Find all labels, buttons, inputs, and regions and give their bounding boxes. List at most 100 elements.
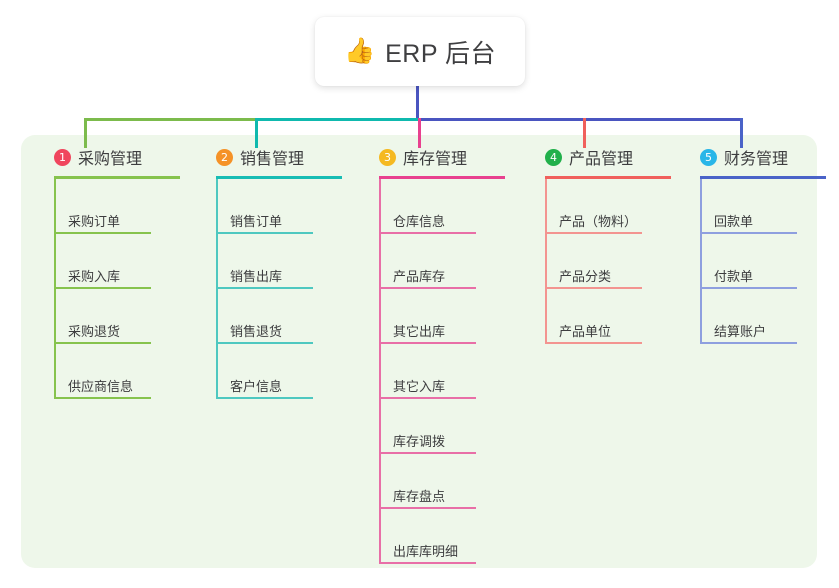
column-badge-2: 2 (216, 148, 233, 166)
node-rule (216, 342, 313, 344)
node-item[interactable]: 销售退货 (196, 289, 356, 344)
column-4: 4 产品管理产品（物料） 产品分类产品单位 (525, 135, 685, 344)
column-header-rule-4 (545, 176, 671, 179)
column-header-2[interactable]: 2 销售管理 (196, 135, 356, 179)
node-item[interactable]: 库存调拨 (359, 399, 519, 454)
node-rule (379, 397, 476, 399)
column-title-4: 产品管理 (569, 151, 634, 168)
column-title-2: 销售管理 (240, 151, 305, 168)
node-rule (545, 342, 642, 344)
drop-stub-column-5 (740, 118, 743, 148)
drop-stub-column-3 (418, 118, 421, 148)
column-badge-3: 3 (379, 148, 396, 166)
column-spine-3 (379, 179, 381, 564)
drop-stub-column-1 (84, 118, 87, 148)
node-item[interactable]: 采购订单 (34, 179, 194, 234)
node-item[interactable]: 采购入库 (34, 234, 194, 289)
node-item[interactable]: 产品单位 (525, 289, 685, 344)
node-item[interactable]: 产品库存 (359, 234, 519, 289)
diagram-panel (21, 135, 817, 568)
node-label: 结算账户 (714, 324, 767, 339)
node-label: 其它出库 (393, 324, 446, 339)
node-label: 产品库存 (393, 269, 446, 284)
node-rule (54, 232, 151, 234)
column-body-2: 销售订单销售出库销售退货客户信息 (196, 179, 356, 399)
drop-stub-column-4 (583, 118, 586, 148)
node-item[interactable]: 供应商信息 (34, 344, 194, 399)
drop-stub-column-2 (255, 118, 258, 148)
column-spine-4 (545, 179, 547, 344)
column-title-3: 库存管理 (403, 151, 468, 168)
column-header-rule-3 (379, 176, 505, 179)
column-body-1: 采购订单采购入库采购退货供应商信息 (34, 179, 194, 399)
node-label: 仓库信息 (393, 214, 446, 229)
bus-segment-purple (418, 118, 742, 121)
node-rule (700, 287, 797, 289)
column-badge-5: 5 (700, 148, 717, 166)
root-title-card[interactable]: 👍 ERP 后台 (315, 17, 525, 86)
column-spine-2 (216, 179, 218, 399)
node-rule (216, 287, 313, 289)
node-label: 采购订单 (68, 214, 121, 229)
node-item[interactable]: 仓库信息 (359, 179, 519, 234)
node-rule (54, 287, 151, 289)
node-item[interactable]: 客户信息 (196, 344, 356, 399)
node-rule (216, 232, 313, 234)
node-label: 产品分类 (559, 269, 612, 284)
node-label: 销售退货 (230, 324, 283, 339)
column-badge-1: 1 (54, 148, 71, 166)
node-label: 其它入库 (393, 379, 446, 394)
column-2: 2 销售管理销售订单销售出库销售退货客户信息 (196, 135, 356, 399)
column-header-rule-5 (700, 176, 826, 179)
thumbs-up-icon: 👍 (343, 37, 376, 65)
column-body-5: 回款单付款单结算账户 (680, 179, 839, 344)
node-rule (379, 287, 476, 289)
node-rule (379, 232, 476, 234)
column-3: 3 库存管理仓库信息产品库存其它出库其它入库库存调拨库存盘点出库库明细 (359, 135, 519, 564)
node-rule (379, 562, 476, 564)
node-item[interactable]: 产品（物料） (525, 179, 685, 234)
node-label: 客户信息 (230, 379, 283, 394)
node-item[interactable]: 付款单 (680, 234, 839, 289)
node-item[interactable]: 库存盘点 (359, 454, 519, 509)
column-body-3: 仓库信息产品库存其它出库其它入库库存调拨库存盘点出库库明细 (359, 179, 519, 564)
node-label: 采购入库 (68, 269, 121, 284)
column-badge-4: 4 (545, 148, 562, 166)
node-rule (54, 397, 151, 399)
node-label: 付款单 (714, 269, 754, 284)
node-item[interactable]: 回款单 (680, 179, 839, 234)
node-rule (54, 342, 151, 344)
column-header-4[interactable]: 4 产品管理 (525, 135, 685, 179)
node-label: 销售出库 (230, 269, 283, 284)
stem-title-to-bus (416, 86, 419, 120)
bus-segment-green (84, 118, 255, 121)
node-rule (216, 397, 313, 399)
node-rule (379, 507, 476, 509)
node-item[interactable]: 其它出库 (359, 289, 519, 344)
node-item[interactable]: 其它入库 (359, 344, 519, 399)
node-rule (700, 342, 797, 344)
node-item[interactable]: 结算账户 (680, 289, 839, 344)
node-label: 销售订单 (230, 214, 283, 229)
node-label: 库存调拨 (393, 434, 446, 449)
node-item[interactable]: 产品分类 (525, 234, 685, 289)
column-header-rule-2 (216, 176, 342, 179)
column-spine-5 (700, 179, 702, 344)
node-item[interactable]: 销售订单 (196, 179, 356, 234)
page-title: ERP 后台 (385, 39, 497, 68)
node-label: 出库库明细 (393, 544, 459, 559)
node-label: 产品单位 (559, 324, 612, 339)
column-header-rule-1 (54, 176, 180, 179)
bus-segment-teal (255, 118, 418, 121)
node-item[interactable]: 出库库明细 (359, 509, 519, 564)
node-item[interactable]: 销售出库 (196, 234, 356, 289)
column-header-3[interactable]: 3 库存管理 (359, 135, 519, 179)
node-rule (379, 452, 476, 454)
node-label: 回款单 (714, 214, 754, 229)
node-item[interactable]: 采购退货 (34, 289, 194, 344)
